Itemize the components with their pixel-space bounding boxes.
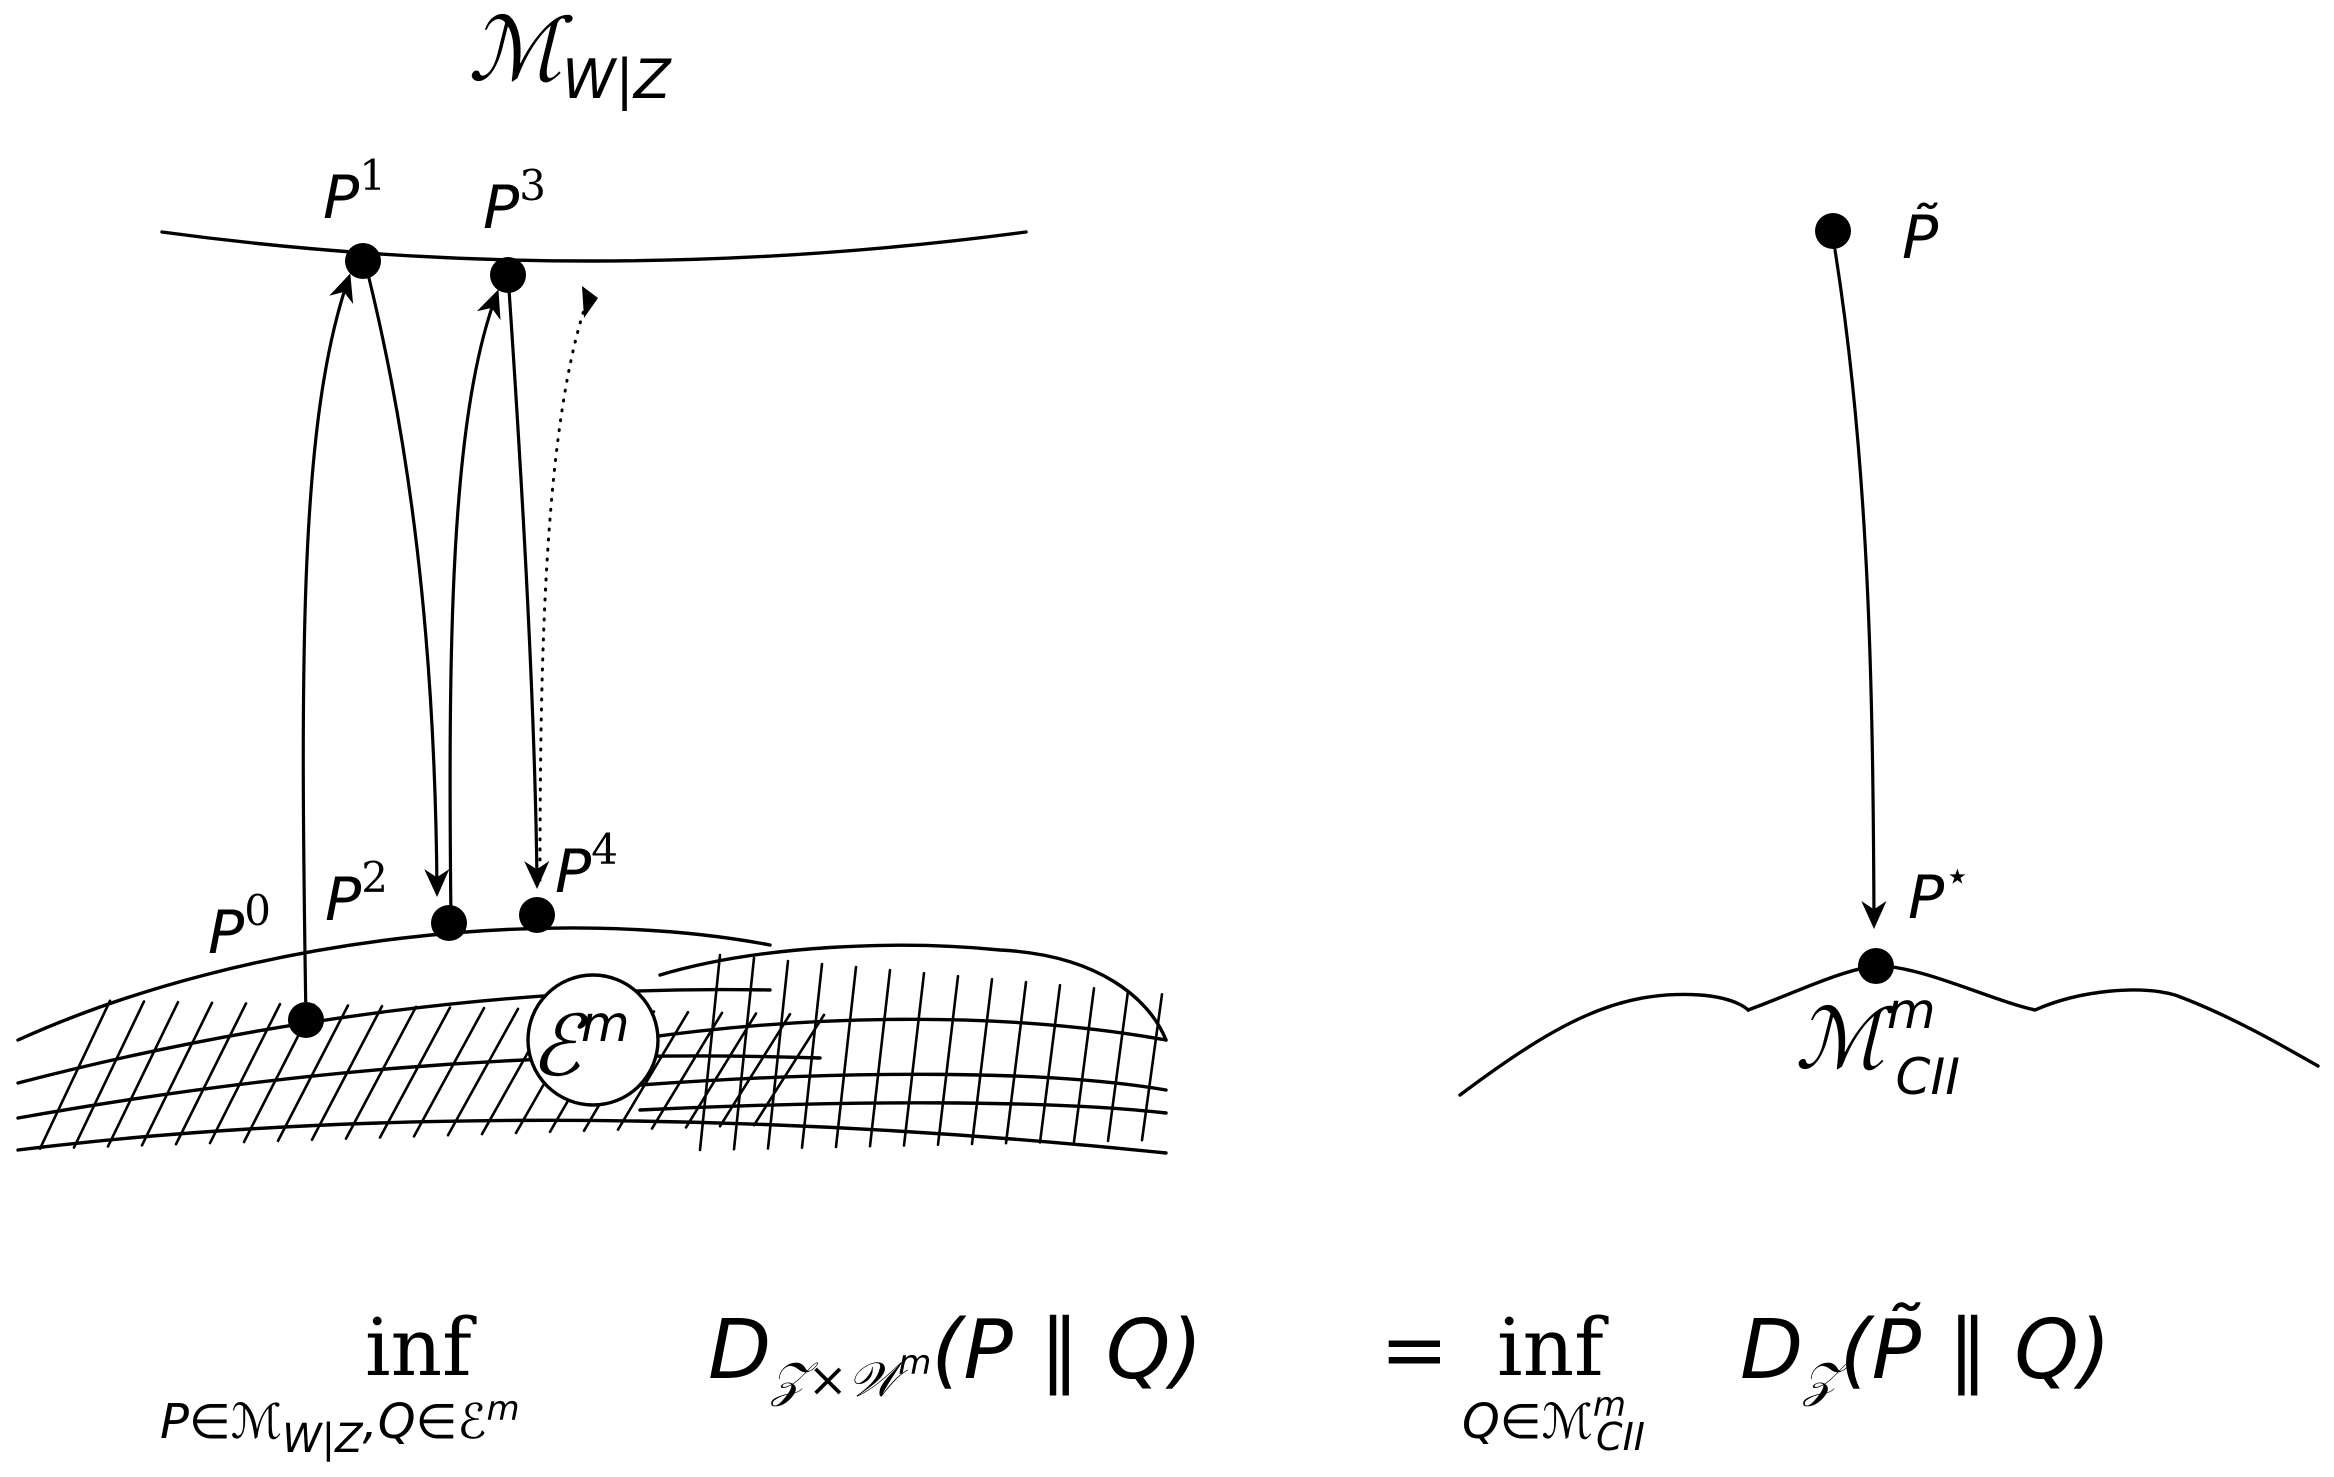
eq-rhs-divergence: D𝒵(P̃ ∥ Q) [1740, 1302, 2111, 1408]
eq-lhs-inf: inf [365, 1301, 477, 1394]
manifold-top-curve [160, 230, 1028, 263]
arrow-p0-to-p1 [301, 273, 354, 1022]
label-p-tilde: P̃ [1902, 202, 1939, 273]
eq-equals: = [1380, 1303, 1449, 1398]
point-p1 [345, 243, 381, 279]
manifold-cii-curve [1458, 964, 2320, 1097]
eq-rhs-inf: inf [1497, 1301, 1609, 1394]
point-p-tilde [1815, 213, 1851, 249]
point-p4 [519, 897, 555, 933]
arrow-p2-to-p3 [448, 289, 501, 924]
eq-lhs-divergence: D𝒵×𝒲m(P ∥ Q) [708, 1303, 1202, 1408]
label-p0: P0 [208, 886, 271, 968]
label-p2: P2 [325, 853, 388, 935]
point-p0 [288, 1002, 324, 1038]
dotted-arrowhead [582, 286, 598, 318]
point-p3 [490, 257, 526, 293]
em-surface [16, 926, 1168, 1155]
arrow-p1-to-p2 [363, 260, 450, 897]
eq-lhs-subscript: P∈ℳW|Z,Q∈ℰm [160, 1389, 520, 1462]
em-circle [526, 973, 660, 1107]
arrow-p3-to-p4 [506, 273, 550, 889]
label-p4: P4 [555, 825, 618, 907]
em-label: ℰm [530, 995, 630, 1095]
label-p1: P1 [323, 151, 386, 233]
label-p3: P3 [483, 161, 546, 243]
manifold-top-label: ℳW|Z [468, 0, 672, 111]
arrow-dotted-next [538, 296, 590, 882]
label-p-star: P⋆ [1908, 851, 1970, 933]
arrow-projection [1833, 248, 1887, 929]
point-p2 [431, 905, 467, 941]
